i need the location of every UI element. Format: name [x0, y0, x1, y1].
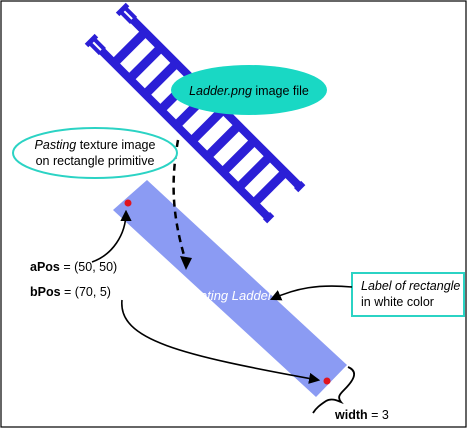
dashed-arrow — [172, 139, 188, 263]
ladder-image — [84, 2, 306, 224]
bpos-arrow — [121, 299, 321, 384]
ladder-rungs — [110, 28, 289, 207]
svg-text:bPos = (70, 5): bPos = (70, 5) — [30, 285, 111, 299]
apos-value: = (50, 50) — [60, 260, 117, 274]
width-brace — [312, 366, 355, 414]
bpos-value: = (70, 5) — [61, 285, 111, 299]
rotating-ladder-label: Rotating Ladder — [180, 288, 273, 303]
pasting-callout-italic: Pasting — [35, 138, 77, 152]
pasting-callout-line2: on rectangle primitive — [36, 154, 155, 168]
apos-arrow — [91, 209, 132, 263]
svg-text:width = 3: width = 3 — [334, 408, 389, 422]
svg-text:Pasting texture image: Pasting texture image — [35, 138, 156, 152]
label-callout-line2: in white color — [361, 295, 434, 309]
rotated-rectangle — [113, 180, 347, 397]
label-callout-line1: Label of rectangle — [361, 279, 460, 293]
image-file-callout-rest: image file — [252, 84, 309, 98]
svg-text:aPos = (50, 50): aPos = (50, 50) — [30, 260, 117, 274]
point-a-marker — [124, 199, 132, 207]
bpos-name: bPos — [30, 285, 61, 299]
ladder-rail-bottom — [98, 47, 271, 220]
pasting-callout-rest: texture image — [76, 138, 155, 152]
ladder-hooks — [84, 2, 138, 56]
point-b-marker — [323, 377, 331, 385]
width-value: = 3 — [368, 408, 389, 422]
width-name: width — [334, 408, 368, 422]
pasting-callout: Pasting texture image on rectangle primi… — [12, 127, 178, 179]
label-callout: Label of rectangle in white color — [351, 272, 465, 317]
svg-text:Ladder.png image file: Ladder.png image file — [189, 84, 309, 98]
image-file-callout: Ladder.png image file — [171, 65, 327, 115]
label-arrow — [269, 285, 353, 301]
dashed-arrowhead — [180, 256, 192, 270]
apos-name: aPos — [30, 260, 60, 274]
image-file-callout-italic: Ladder.png — [189, 84, 252, 98]
